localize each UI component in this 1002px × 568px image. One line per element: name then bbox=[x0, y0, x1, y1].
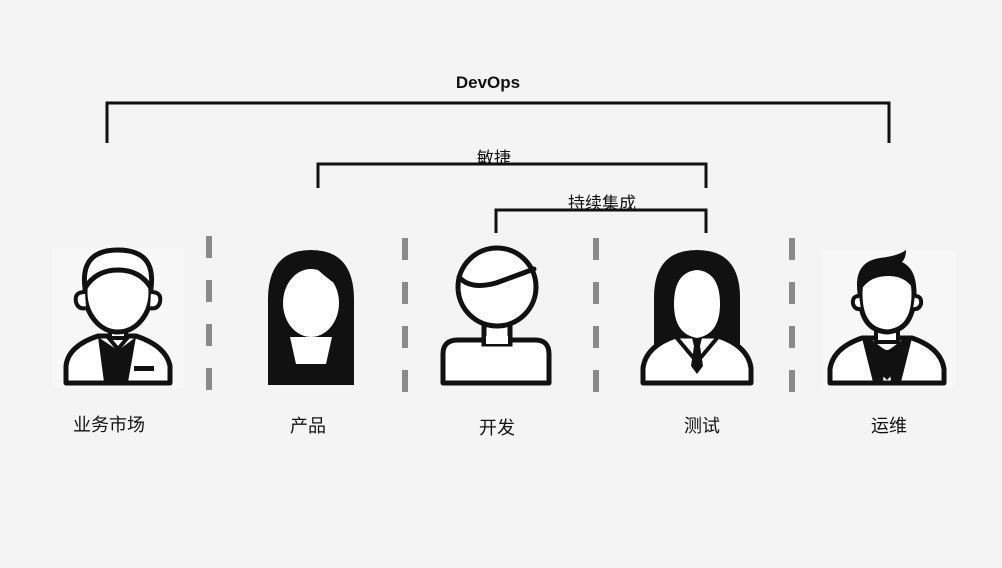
ci-bracket bbox=[494, 208, 708, 233]
role-label-business: 业务市场 bbox=[73, 415, 145, 436]
role-label-development: 开发 bbox=[479, 418, 515, 439]
role-label-operations: 运维 bbox=[871, 416, 907, 437]
agile-bracket bbox=[316, 162, 708, 188]
role-label-testing: 测试 bbox=[684, 416, 720, 437]
ci-label: 持续集成 bbox=[568, 194, 636, 214]
devops-bracket bbox=[105, 101, 891, 143]
agile-label: 敏捷 bbox=[477, 149, 511, 169]
role-label-product: 产品 bbox=[290, 416, 326, 437]
businessman-icon bbox=[52, 247, 184, 388]
devops-label: DevOps bbox=[455, 73, 521, 92]
operator-man-icon bbox=[822, 250, 956, 388]
businesswoman-icon bbox=[640, 250, 754, 386]
developer-icon bbox=[440, 245, 552, 386]
woman-icon bbox=[268, 250, 354, 385]
